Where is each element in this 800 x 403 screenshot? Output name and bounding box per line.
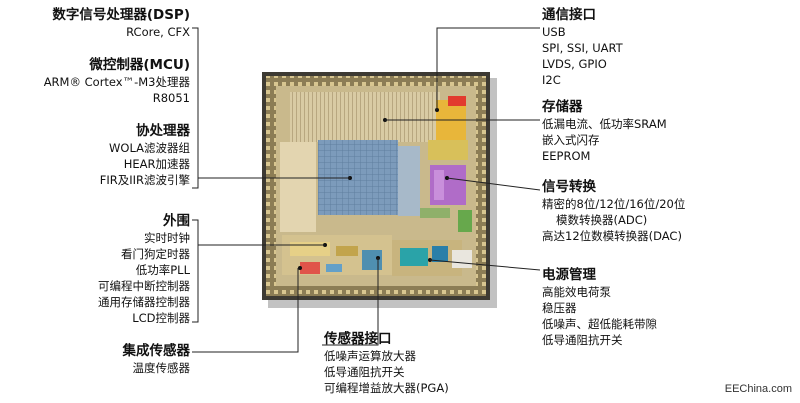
- memory-group: 存储器 低漏电流、低功率SRAM 嵌入式闪存 EEPROM: [542, 98, 667, 164]
- dsp-item: RCore, CFX: [126, 25, 190, 39]
- power-management-item: 稳压器: [542, 301, 577, 315]
- dsp-group: 数字信号处理器(DSP) RCore, CFX: [52, 6, 190, 40]
- peripherals-group: 外围 实时时钟 看门狗定时器 低功率PLL 可编程中断控制器 通用存储器控制器 …: [98, 212, 190, 326]
- coprocessor-item: HEAR加速器: [123, 157, 190, 171]
- comm-interface-item: LVDS, GPIO: [542, 57, 607, 71]
- power-management-title: 电源管理: [542, 267, 596, 283]
- power-management-item: 低导通阻抗开关: [542, 333, 623, 347]
- peripherals-title: 外围: [163, 213, 190, 229]
- memory-item: 低漏电流、低功率SRAM: [542, 117, 667, 131]
- dsp-title: 数字信号处理器(DSP): [52, 7, 190, 23]
- signal-conversion-item: 模数转换器(ADC): [556, 213, 648, 227]
- sensor-interface-item: 低噪声运算放大器: [324, 349, 416, 363]
- power-management-item: 高能效电荷泵: [542, 285, 611, 299]
- signal-conversion-title: 信号转换: [542, 179, 596, 195]
- comm-interface-item: USB: [542, 25, 566, 39]
- mcu-title: 微控制器(MCU): [89, 57, 190, 73]
- memory-item: EEPROM: [542, 149, 591, 163]
- sensor-interface-item: 低导通阻抗开关: [324, 365, 405, 379]
- sensor-interface-group: 传感器接口 低噪声运算放大器 低导通阻抗开关 可编程增益放大器(PGA): [324, 330, 449, 396]
- integrated-sensor-item: 温度传感器: [132, 361, 191, 375]
- memory-item: 嵌入式闪存: [542, 133, 600, 147]
- mcu-group: 微控制器(MCU) ARM® Cortex™-M3处理器 R8051: [44, 56, 190, 106]
- comm-interface-group: 通信接口 USB SPI, SSI, UART LVDS, GPIO I2C: [542, 6, 623, 88]
- coprocessor-item: FIR及IIR滤波引擎: [99, 173, 190, 187]
- peripherals-item: 通用存储器控制器: [98, 295, 190, 309]
- signal-conversion-item: 高达12位数模转换器(DAC): [542, 229, 682, 243]
- comm-interface-item: SPI, SSI, UART: [542, 41, 623, 55]
- sensor-interface-title: 传感器接口: [324, 331, 392, 347]
- peripherals-item: 实时时钟: [144, 231, 190, 245]
- watermark: EEChina.com: [724, 383, 792, 395]
- mcu-item: ARM® Cortex™-M3处理器: [43, 75, 190, 89]
- integrated-sensor-title: 集成传感器: [122, 343, 191, 359]
- power-management-group: 电源管理 高能效电荷泵 稳压器 低噪声、超低能耗带隙 低导通阻抗开关: [542, 266, 657, 348]
- peripherals-item: 低功率PLL: [135, 263, 190, 277]
- peripherals-item: LCD控制器: [132, 311, 190, 325]
- peripherals-item: 看门狗定时器: [121, 247, 190, 261]
- power-management-item: 低噪声、超低能耗带隙: [542, 317, 657, 331]
- memory-title: 存储器: [542, 99, 583, 115]
- sensor-interface-item: 可编程增益放大器(PGA): [324, 381, 449, 395]
- coprocessor-group: 协处理器 WOLA滤波器组 HEAR加速器 FIR及IIR滤波引擎: [100, 122, 190, 188]
- mcu-item: R8051: [152, 91, 190, 105]
- comm-interface-item: I2C: [542, 73, 561, 87]
- signal-conversion-group: 信号转换 精密的8位/12位/16位/20位 模数转换器(ADC) 高达12位数…: [542, 178, 685, 244]
- signal-conversion-item: 精密的8位/12位/16位/20位: [542, 197, 686, 211]
- coprocessor-title: 协处理器: [136, 123, 190, 139]
- integrated-sensor-group: 集成传感器 温度传感器: [123, 342, 191, 376]
- coprocessor-item: WOLA滤波器组: [109, 141, 190, 155]
- peripherals-item: 可编程中断控制器: [98, 279, 190, 293]
- comm-interface-title: 通信接口: [542, 7, 596, 23]
